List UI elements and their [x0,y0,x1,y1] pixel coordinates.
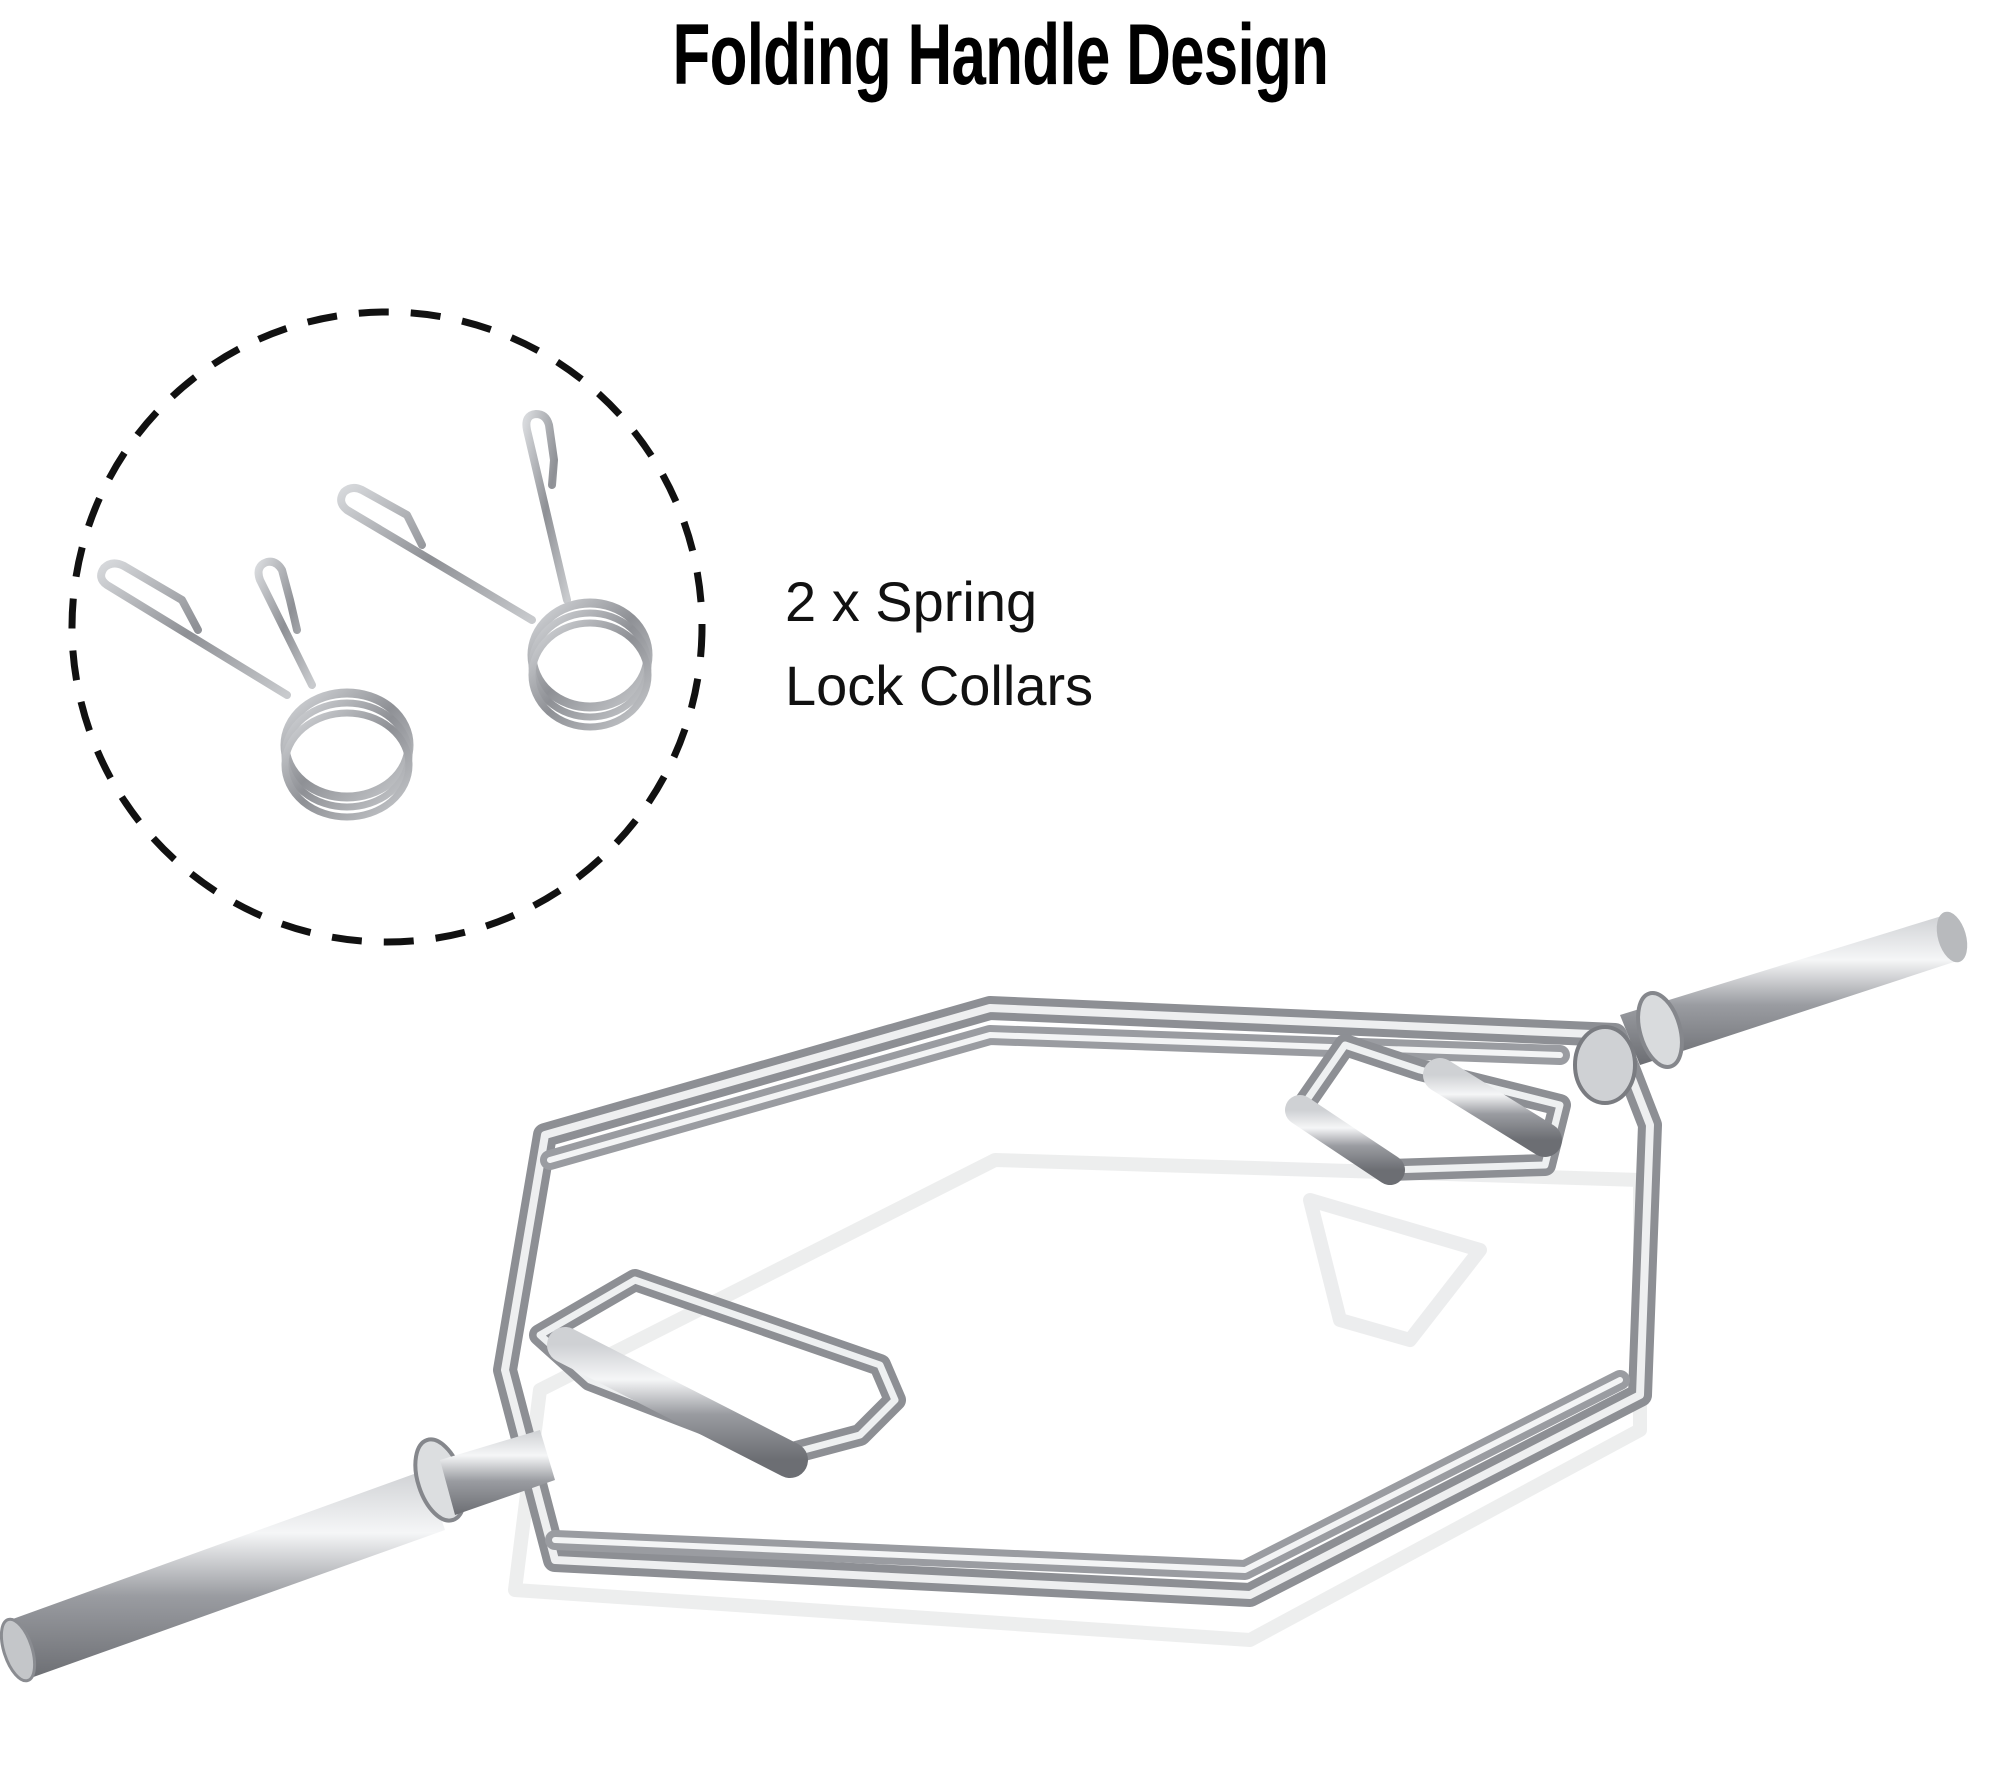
title-text: Folding Handle Design [672,6,1328,103]
callout-line-1: 2 x Spring [785,570,1038,633]
callout-line-2: Lock Collars [785,654,1094,717]
page-title: Folding Handle Design [0,0,2000,110]
hex-trap-bar-icon [0,911,1968,1683]
callout-label: 2 x Spring Lock Collars [785,560,1093,728]
spring-lock-collars-icon [68,308,706,946]
